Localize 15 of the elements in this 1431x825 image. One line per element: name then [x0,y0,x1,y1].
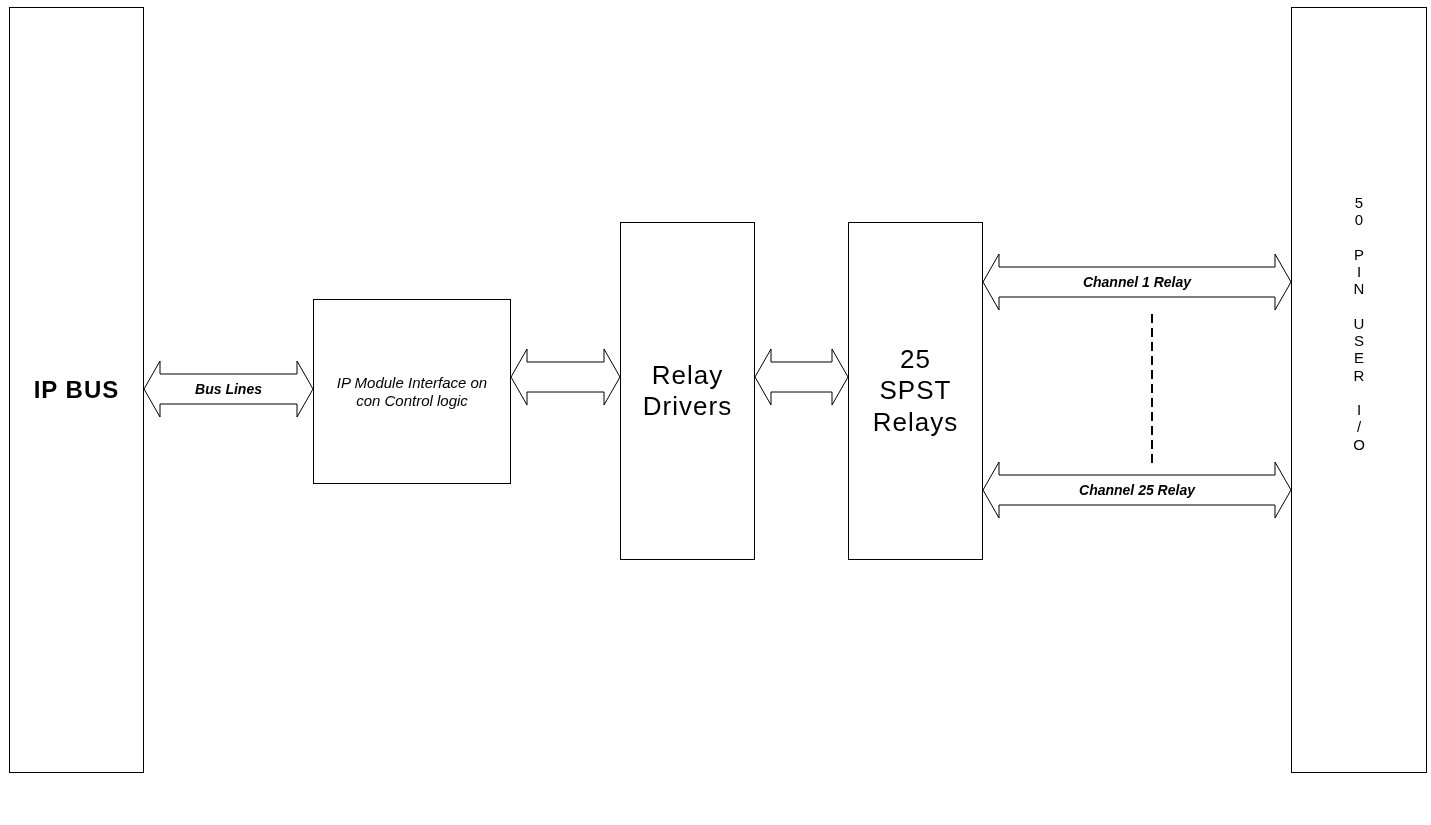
double-arrow [510,348,621,406]
block-label: 50 PIN USER I/O [1353,194,1365,453]
block-label: IP BUS [33,375,120,405]
block-label: Relay Drivers [641,359,734,423]
edge-label: Bus Lines [193,381,264,397]
connector-block [1291,7,1427,773]
module-block [313,299,511,484]
block-label: IP Module Interface on con Control logic [335,373,489,410]
driver-block [620,222,755,560]
bus-block [9,7,144,773]
block-label: 25 SPST Relays [871,344,960,438]
edge-label: Channel 1 Relay [1080,274,1194,290]
edge-label: Channel 25 Relay [1077,482,1197,498]
double-arrow [754,348,849,406]
relay-block [848,222,983,560]
